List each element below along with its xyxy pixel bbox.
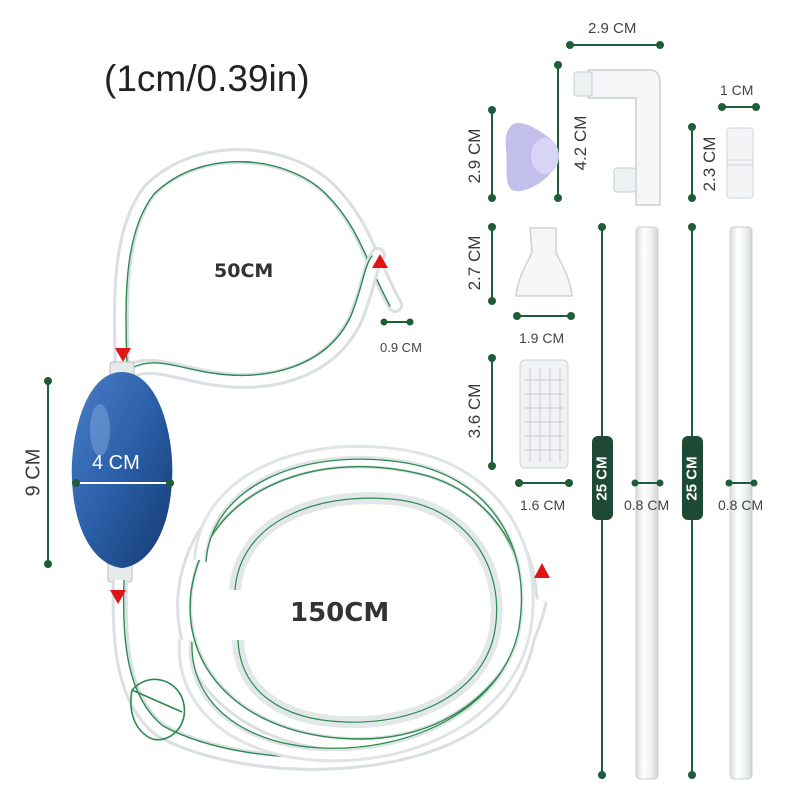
bulb-pump bbox=[71, 361, 173, 583]
suction-cup bbox=[505, 122, 559, 192]
long-hose bbox=[111, 444, 548, 771]
tube1-length-badge: 25 CM bbox=[592, 436, 613, 520]
hose-short-length-label: 50CM bbox=[214, 260, 274, 282]
tube2-diameter-dimension bbox=[725, 479, 758, 487]
connector bbox=[726, 127, 754, 199]
flow-arrow-icon bbox=[372, 254, 388, 268]
elbow-width-label: 2.9 CM bbox=[588, 20, 637, 37]
filter-mesh bbox=[519, 359, 569, 469]
bulb-height-label: 9 CM bbox=[22, 448, 45, 497]
short-hose bbox=[113, 148, 403, 389]
hose-clip bbox=[130, 678, 186, 741]
rigid-tube-2 bbox=[729, 226, 753, 780]
hose-long-length-label: 150CM bbox=[290, 598, 390, 628]
funnel-height-dimension bbox=[488, 223, 496, 305]
elbow-height-dimension bbox=[554, 61, 562, 202]
funnel bbox=[515, 227, 573, 297]
bulb-width-label: 4 CM bbox=[92, 452, 140, 474]
filter-width-dimension bbox=[515, 479, 573, 487]
funnel-width-dimension bbox=[513, 312, 575, 320]
suction-cup-dimension bbox=[488, 106, 496, 202]
tube2-length-badge: 25 CM bbox=[682, 436, 703, 520]
connector-width-label: 1 CM bbox=[720, 82, 754, 98]
filter-width-label: 1.6 CM bbox=[520, 497, 566, 513]
suction-cup-label: 2.9 CM bbox=[465, 128, 484, 184]
bulb-height-dimension bbox=[44, 377, 52, 568]
hose-diameter-dimension bbox=[380, 318, 414, 326]
funnel-height-label: 2.7 CM bbox=[465, 235, 484, 291]
elbow-width-dimension bbox=[566, 41, 664, 49]
rigid-tube-1 bbox=[635, 226, 659, 780]
elbow-fitting bbox=[573, 69, 661, 206]
connector-height-label: 2.3 CM bbox=[700, 136, 719, 192]
flow-arrow-icon bbox=[110, 590, 126, 604]
tube1-diameter-label: 0.8 CM bbox=[624, 497, 670, 513]
filter-height-label: 3.6 CM bbox=[465, 383, 484, 439]
tube1-diameter-dimension bbox=[631, 479, 664, 487]
elbow-height-label: 4.2 CM bbox=[571, 115, 590, 171]
connector-width-dimension bbox=[718, 103, 760, 111]
flow-arrow-icon bbox=[534, 563, 550, 578]
bulb-width-dimension bbox=[72, 479, 174, 487]
funnel-width-label: 1.9 CM bbox=[519, 330, 565, 346]
scale-note: (1cm/0.39in) bbox=[104, 58, 310, 99]
hose-diameter-label: 0.9 CM bbox=[380, 340, 422, 355]
filter-height-dimension bbox=[488, 354, 496, 470]
flow-arrow-icon bbox=[115, 348, 131, 362]
connector-height-dimension bbox=[688, 123, 696, 202]
tube2-diameter-label: 0.8 CM bbox=[718, 497, 764, 513]
